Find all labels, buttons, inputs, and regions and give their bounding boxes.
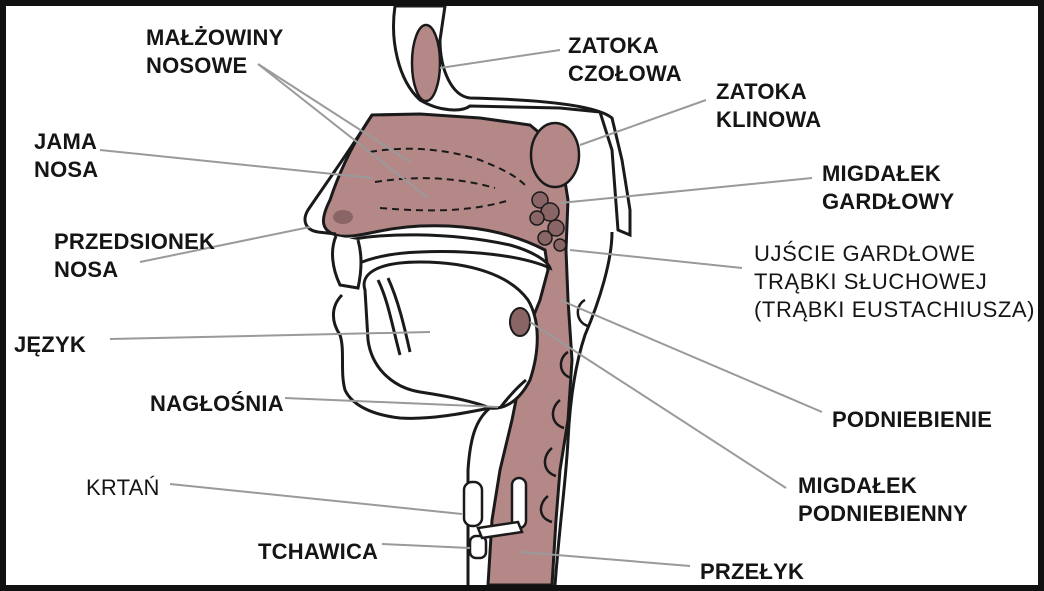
label-line: NOSOWE	[146, 52, 283, 80]
label-line: ZATOKA	[716, 78, 821, 106]
frontal-sinus	[412, 25, 440, 101]
label-line: UJŚCIE GARDŁOWE	[754, 240, 1035, 268]
label-frontal-sinus: ZATOKA CZOŁOWA	[568, 32, 682, 88]
label-esophagus: PRZEŁYK	[700, 558, 804, 586]
upper-lip	[333, 236, 361, 288]
label-line: PODNIEBIENIE	[832, 406, 992, 434]
label-line: NAGŁOŚNIA	[150, 390, 284, 418]
label-line: PRZEŁYK	[700, 558, 804, 586]
label-line: (TRĄBKI EUSTACHIUSZA)	[754, 296, 1035, 324]
palatine-tonsil	[510, 308, 530, 336]
label-epiglottis: NAGŁOŚNIA	[150, 390, 284, 418]
label-line: KRTAŃ	[86, 474, 160, 502]
label-line: CZOŁOWA	[568, 60, 682, 88]
label-tongue: JĘZYK	[14, 331, 86, 359]
label-line: MIGDAŁEK	[822, 160, 954, 188]
label-line: JĘZYK	[14, 331, 86, 359]
nostril	[333, 210, 353, 224]
label-larynx: KRTAŃ	[86, 474, 160, 502]
label-line: MIGDAŁEK	[798, 472, 968, 500]
label-palatine-tonsil: MIGDAŁEK PODNIEBIENNY	[798, 472, 968, 528]
label-line: NOSA	[54, 256, 215, 284]
label-line: GARDŁOWY	[822, 188, 954, 216]
label-line: PRZEDSIONEK	[54, 228, 215, 256]
label-line: TCHAWICA	[258, 538, 378, 566]
label-line: PODNIEBIENNY	[798, 500, 968, 528]
label-trachea: TCHAWICA	[258, 538, 378, 566]
sphenoid-sinus	[531, 123, 579, 187]
label-line: TRĄBKI SŁUCHOWEJ	[754, 268, 1035, 296]
label-eustachian-tube: UJŚCIE GARDŁOWE TRĄBKI SŁUCHOWEJ (TRĄBKI…	[754, 240, 1035, 324]
label-palate: PODNIEBIENIE	[832, 406, 992, 434]
label-adenoid: MIGDAŁEK GARDŁOWY	[822, 160, 954, 216]
label-nasal-vestibule: PRZEDSIONEK NOSA	[54, 228, 215, 284]
label-line: NOSA	[34, 156, 98, 184]
label-nasal-cavity: JAMA NOSA	[34, 128, 98, 184]
label-line: ZATOKA	[568, 32, 682, 60]
label-line: MAŁŻOWINY	[146, 24, 283, 52]
label-nasal-conchae: MAŁŻOWINY NOSOWE	[146, 24, 283, 80]
label-line: KLINOWA	[716, 106, 821, 134]
label-sphenoid-sinus: ZATOKA KLINOWA	[716, 78, 821, 134]
label-line: JAMA	[34, 128, 98, 156]
